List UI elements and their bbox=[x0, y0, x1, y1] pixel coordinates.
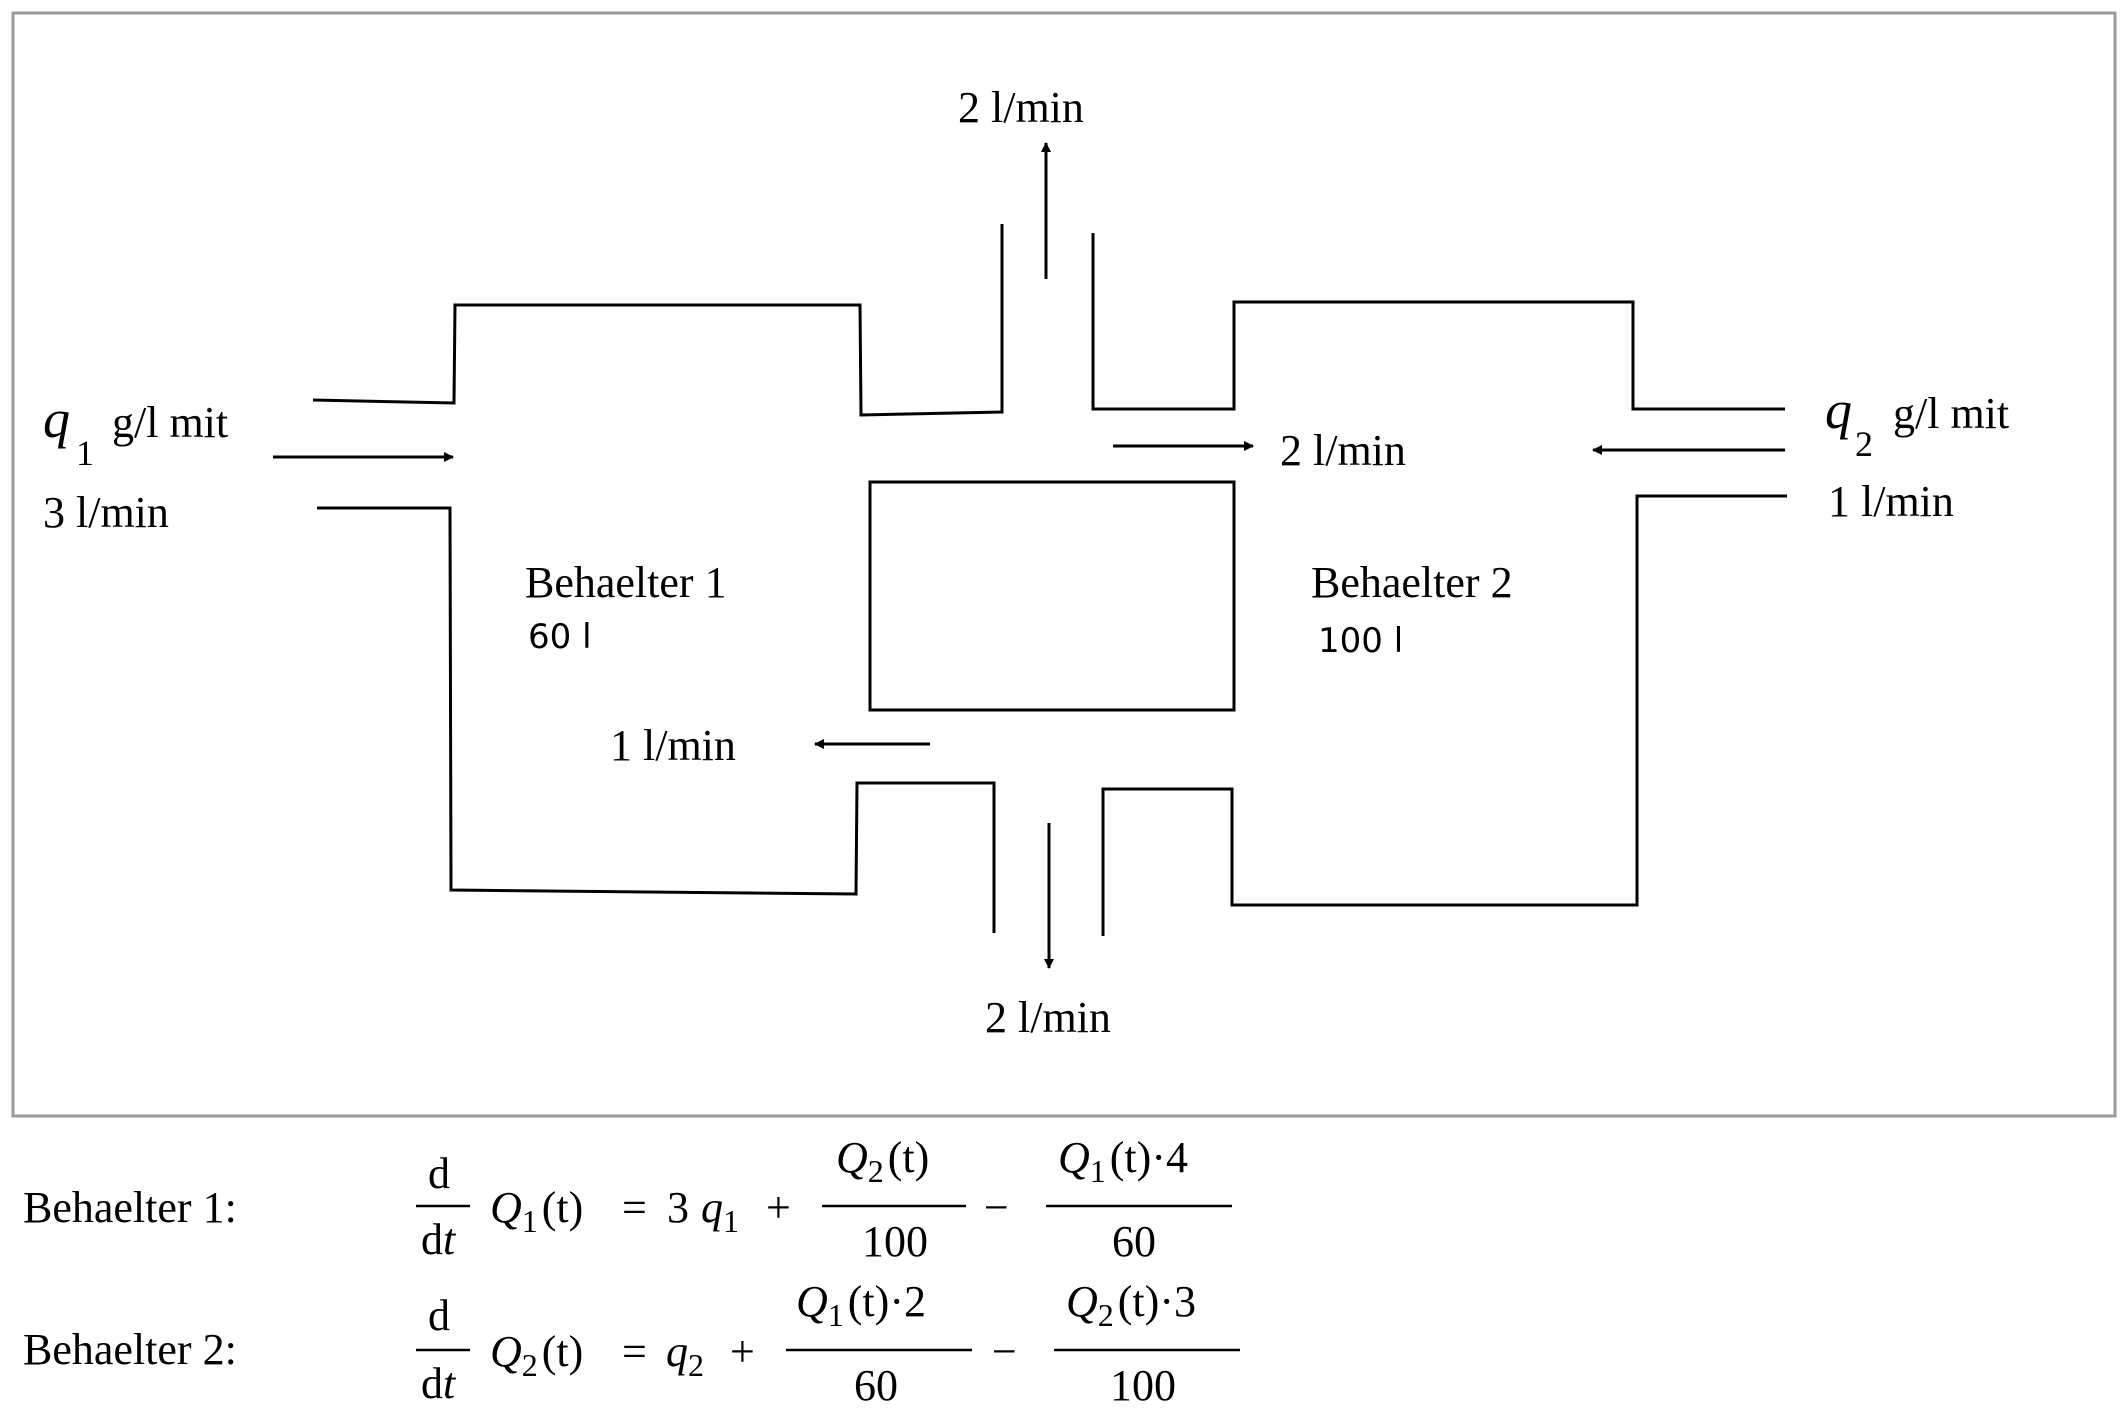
eq2-d-denominator: dt bbox=[421, 1359, 457, 1408]
eq1-fraction-2-numerator: Q1(t)·4 bbox=[1058, 1133, 1188, 1189]
tank-1-lower-wall bbox=[317, 506, 996, 933]
eq2-source-term: q2 bbox=[666, 1327, 704, 1383]
transfer-left-label: 1 l/min bbox=[610, 721, 736, 770]
top-outflow-label: 2 l/min bbox=[958, 83, 1084, 132]
eq1-fraction-1-numerator: Q2(t) bbox=[836, 1133, 929, 1189]
tank-2-lower-wall bbox=[1101, 494, 1787, 936]
equation-tank-2: Behaelter 2: d dt Q2(t) = q2 + Q1(t)·2 6… bbox=[23, 1277, 1240, 1410]
eq2-fraction-2-denominator: 100 bbox=[1110, 1361, 1176, 1410]
eq2-minus: − bbox=[992, 1327, 1017, 1376]
equation-1-label: Behaelter 1: bbox=[23, 1183, 237, 1232]
eq1-equals: = bbox=[622, 1183, 647, 1232]
tank-1-upper-wall bbox=[312, 224, 1004, 417]
eq2-fraction-1-denominator: 60 bbox=[854, 1361, 898, 1410]
eq2-equals: = bbox=[622, 1327, 647, 1376]
eq1-lead-coefficient: 3 bbox=[667, 1183, 689, 1232]
connector-block bbox=[868, 480, 1236, 712]
eq1-source-term: q1 bbox=[701, 1183, 739, 1239]
eq1-lhs: Q1(t) bbox=[490, 1183, 583, 1239]
transfer-right-label: 2 l/min bbox=[1280, 426, 1406, 475]
inlet-1-flow-label: 3 l/min bbox=[43, 488, 169, 537]
bottom-outflow-label: 2 l/min bbox=[985, 993, 1111, 1042]
eq1-fraction-2-denominator: 60 bbox=[1112, 1217, 1156, 1266]
tank-2-upper-wall bbox=[1091, 233, 1785, 411]
tank-1-volume: 60 l bbox=[528, 617, 592, 657]
equation-2-label: Behaelter 2: bbox=[23, 1325, 237, 1374]
diagram-frame bbox=[11, 11, 2117, 1118]
eq1-plus: + bbox=[766, 1183, 791, 1232]
eq2-lhs: Q2(t) bbox=[490, 1327, 583, 1383]
tank-2-volume: 100 l bbox=[1318, 621, 1403, 661]
eq2-fraction-1-numerator: Q1(t)·2 bbox=[796, 1277, 926, 1333]
eq2-fraction-2-numerator: Q2(t)·3 bbox=[1066, 1277, 1196, 1333]
inlet-2-concentration: q 2 g/l mit bbox=[1825, 380, 2009, 466]
inlet-2-flow-label: 1 l/min bbox=[1828, 477, 1954, 526]
inlet-1-concentration: q 1 g/l mit bbox=[43, 389, 228, 475]
eq1-fraction-1-denominator: 100 bbox=[862, 1217, 928, 1266]
tank-2-name: Behaelter 2 bbox=[1311, 558, 1513, 607]
eq2-plus: + bbox=[730, 1327, 755, 1376]
eq2-d-numerator: d bbox=[428, 1291, 450, 1340]
eq1-minus: − bbox=[984, 1183, 1009, 1232]
equation-tank-1: Behaelter 1: d dt Q1(t) = 3 q1 + Q2(t) 1… bbox=[23, 1133, 1232, 1266]
eq1-d-numerator: d bbox=[428, 1149, 450, 1198]
eq1-d-denominator: dt bbox=[421, 1215, 457, 1264]
tank-1-name: Behaelter 1 bbox=[525, 558, 727, 607]
